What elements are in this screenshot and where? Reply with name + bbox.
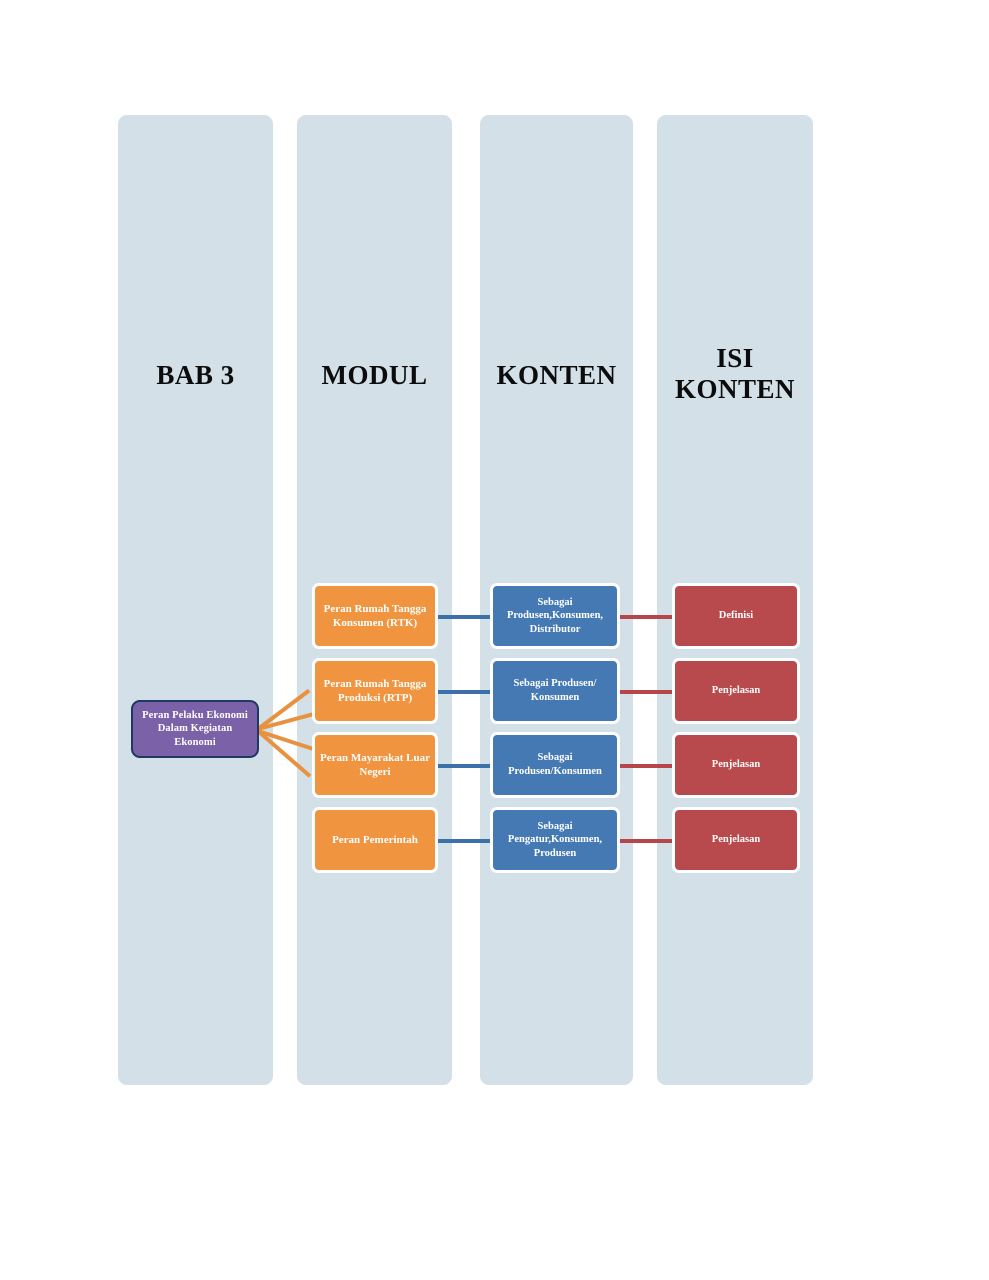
connector-konten-isi-4 [619,839,674,843]
node-modul-2[interactable]: Peran Rumah Tangga Produksi (RTP) [312,658,438,724]
node-isi-konten-3[interactable]: Penjelasan [672,732,800,798]
node-isi-konten-4[interactable]: Penjelasan [672,807,800,873]
column-title-modul: MODUL [321,360,428,390]
column-title-konten: KONTEN [496,360,617,390]
node-konten-3[interactable]: Sebagai Produsen/Konsumen [490,732,620,798]
node-isi-konten-1-label: Definisi [718,610,754,622]
node-konten-4[interactable]: Sebagai Pengatur,Konsumen, Produsen [490,807,620,873]
node-konten-2-label: Sebagai Produsen/ Konsumen [513,678,597,703]
node-isi-konten-4-label: Penjelasan [711,834,761,846]
node-modul-1[interactable]: Peran Rumah Tangga Konsumen (RTK) [312,583,438,649]
node-isi-konten-1[interactable]: Definisi [672,583,800,649]
node-root-label: Peran Pelaku Ekonomi Dalam Kegiatan Ekon… [142,709,248,748]
column-title-bab: BAB 3 [156,360,235,390]
node-konten-3-label: Sebagai Produsen/Konsumen [508,752,602,777]
connector-konten-isi-3 [619,764,674,768]
node-modul-1-label: Peran Rumah Tangga Konsumen (RTK) [323,602,427,629]
connector-modul-konten-4 [438,839,492,843]
connector-konten-isi-1 [619,615,674,619]
column-panel-bab: BAB 3 [118,115,273,1085]
node-isi-konten-3-label: Penjelasan [711,759,761,771]
node-konten-1-label: Sebagai Produsen,Konsumen, Distributor [506,596,604,635]
connector-modul-konten-2 [438,690,492,694]
node-root-peran-pelaku-ekonomi[interactable]: Peran Pelaku Ekonomi Dalam Kegiatan Ekon… [131,700,259,758]
node-konten-2[interactable]: Sebagai Produsen/ Konsumen [490,658,620,724]
node-konten-4-label: Sebagai Pengatur,Konsumen, Produsen [507,820,603,859]
node-isi-konten-2[interactable]: Penjelasan [672,658,800,724]
connector-modul-konten-3 [438,764,492,768]
node-konten-1[interactable]: Sebagai Produsen,Konsumen, Distributor [490,583,620,649]
connector-modul-konten-1 [438,615,492,619]
connector-konten-isi-2 [619,690,674,694]
node-isi-konten-2-label: Penjelasan [711,685,761,697]
node-modul-3[interactable]: Peran Mayarakat Luar Negeri [312,732,438,798]
node-modul-3-label: Peran Mayarakat Luar Negeri [320,751,430,778]
node-modul-2-label: Peran Rumah Tangga Produksi (RTP) [323,677,427,704]
node-modul-4[interactable]: Peran Pemerintah [312,807,438,873]
node-modul-4-label: Peran Pemerintah [332,833,418,846]
